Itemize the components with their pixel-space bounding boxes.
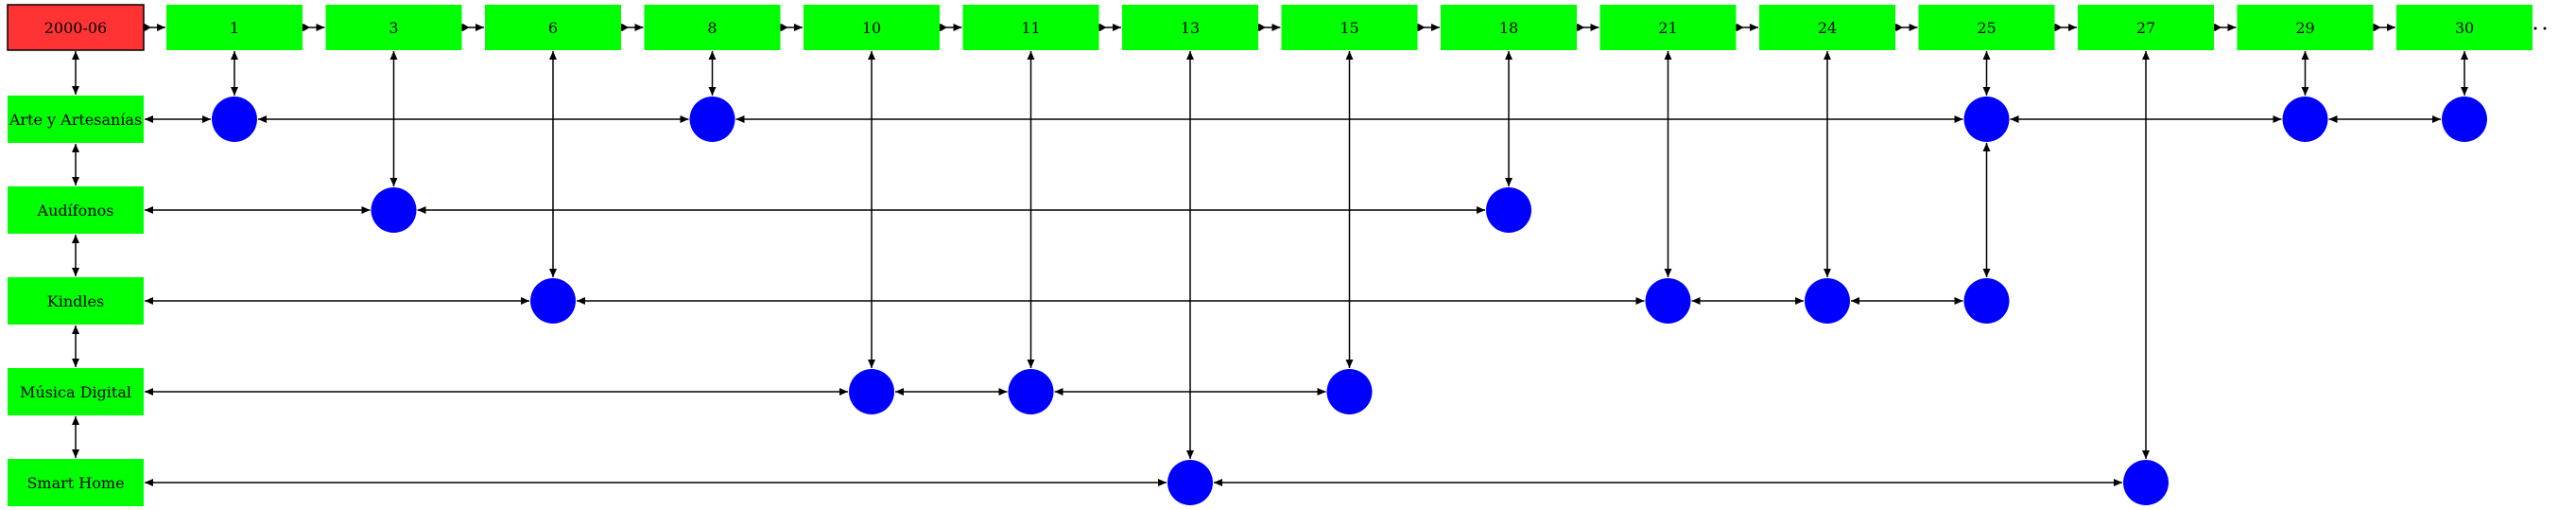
day-box-13 bbox=[1122, 5, 1258, 50]
category-label-3: Música Digital bbox=[20, 383, 131, 401]
category-box-4 bbox=[8, 459, 144, 506]
day-label-3: 3 bbox=[389, 19, 398, 37]
month-box bbox=[7, 4, 145, 51]
event-node-3-15 bbox=[1326, 369, 1373, 414]
event-node-0-1 bbox=[212, 97, 257, 142]
event-node-2-24 bbox=[1805, 278, 1850, 324]
day-label-15: 15 bbox=[1340, 19, 1358, 37]
day-label-13: 13 bbox=[1181, 19, 1200, 37]
event-node-1-18 bbox=[1486, 187, 1531, 233]
event-node-4-27 bbox=[2123, 460, 2169, 505]
continuation-ellipsis bbox=[2533, 26, 2547, 30]
category-box-0 bbox=[8, 96, 144, 143]
month-label: 2000-06 bbox=[44, 19, 107, 37]
event-node-2-6 bbox=[530, 278, 576, 324]
day-box-21 bbox=[1599, 5, 1737, 50]
event-node-3-11 bbox=[1008, 369, 1054, 414]
day-box-3 bbox=[325, 5, 462, 50]
category-label-2: Kindles bbox=[47, 292, 104, 310]
day-label-21: 21 bbox=[1658, 19, 1677, 37]
day-box-24 bbox=[1759, 5, 1895, 50]
category-box-1 bbox=[8, 186, 144, 234]
category-box-3 bbox=[8, 368, 144, 415]
day-box-11 bbox=[962, 5, 1099, 50]
day-box-15 bbox=[1281, 5, 1418, 50]
day-label-27: 27 bbox=[2136, 19, 2155, 37]
event-node-4-13 bbox=[1167, 460, 1213, 505]
day-label-29: 29 bbox=[2295, 19, 2314, 37]
day-label-6: 6 bbox=[548, 19, 558, 37]
event-node-0-25 bbox=[1963, 97, 2010, 142]
day-box-10 bbox=[804, 5, 940, 50]
day-label-10: 10 bbox=[862, 19, 881, 37]
event-node-0-8 bbox=[689, 97, 735, 142]
event-node-0-30 bbox=[2442, 97, 2487, 142]
day-box-18 bbox=[1441, 5, 1577, 50]
connector-edges bbox=[72, 24, 2468, 486]
day-box-27 bbox=[2078, 5, 2214, 50]
day-box-29 bbox=[2237, 5, 2374, 50]
day-label-24: 24 bbox=[1818, 19, 1837, 37]
day-label-8: 8 bbox=[707, 19, 717, 37]
day-box-1 bbox=[166, 5, 303, 50]
day-label-25: 25 bbox=[1977, 19, 1996, 37]
day-label-11: 11 bbox=[1021, 19, 1040, 37]
event-node-2-21 bbox=[1645, 278, 1691, 324]
day-label-30: 30 bbox=[2455, 19, 2474, 37]
day-box-6 bbox=[485, 5, 621, 50]
day-box-25 bbox=[1918, 5, 2055, 50]
event-node-1-3 bbox=[371, 187, 417, 233]
category-label-0: Arte y Artesanías bbox=[9, 111, 142, 129]
day-label-18: 18 bbox=[1499, 19, 1518, 37]
category-box-2 bbox=[8, 277, 144, 325]
category-label-1: Audífonos bbox=[37, 202, 114, 220]
event-node-0-29 bbox=[2282, 97, 2328, 142]
day-box-30 bbox=[2396, 5, 2533, 50]
day-label-1: 1 bbox=[230, 19, 239, 37]
day-box-8 bbox=[644, 5, 781, 50]
category-label-4: Smart Home bbox=[26, 474, 124, 492]
event-node-2-25 bbox=[1963, 278, 2010, 324]
event-node-3-10 bbox=[849, 369, 894, 414]
